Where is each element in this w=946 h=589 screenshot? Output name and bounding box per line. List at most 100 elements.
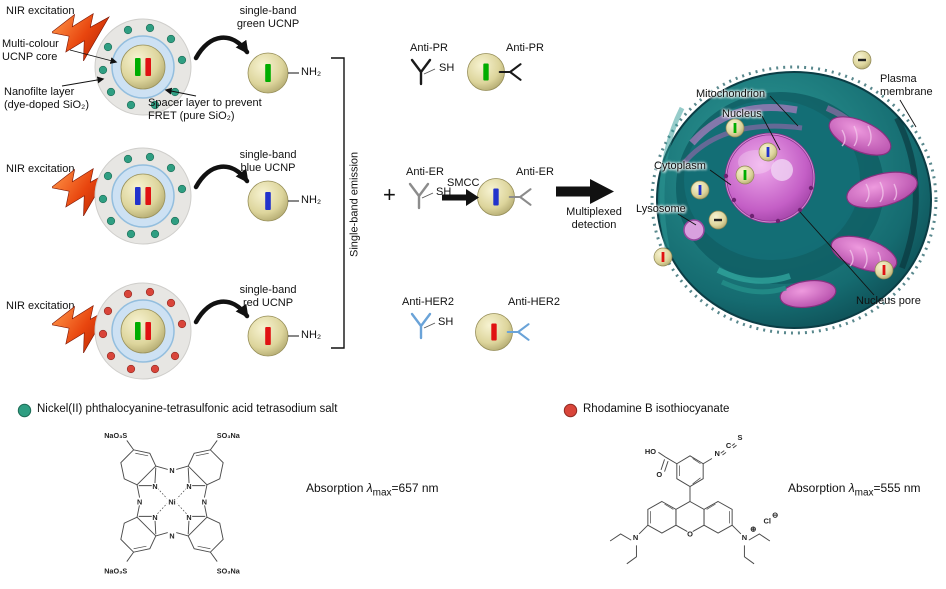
antibody-icon-anti-er	[404, 180, 434, 210]
conjugated-anti-er-label: Anti-ER	[516, 166, 554, 178]
probe-sphere-bars	[661, 58, 886, 275]
emission-bar-2	[265, 192, 271, 210]
mitochondrion-label: Mitochondrion	[696, 88, 766, 100]
cell-microvilli-texture	[650, 65, 938, 335]
anti-her2-label: Anti-HER2	[402, 296, 454, 308]
lysosome-body	[683, 219, 705, 241]
nucleolus	[771, 159, 793, 181]
lightning-bolt-icon-1	[52, 13, 110, 61]
single-band-sphere-3	[247, 315, 289, 357]
svg-text:SO₃Na: SO₃Na	[217, 431, 241, 440]
svg-text:⊖: ⊖	[772, 510, 778, 519]
svg-text:N: N	[152, 482, 157, 491]
core-bar-green-1	[135, 58, 141, 76]
svg-text:N: N	[202, 497, 207, 506]
core-bar-red-2	[145, 187, 151, 205]
single-band-sphere-1	[247, 52, 289, 94]
plus-sign: +	[383, 182, 396, 207]
smcc-label: SMCC	[447, 177, 480, 189]
svg-text:N: N	[186, 482, 191, 491]
mitochondria-cristae	[841, 125, 898, 269]
svg-text:O: O	[687, 530, 693, 539]
nucleus-label: Nucleus	[722, 108, 762, 120]
svg-text:N: N	[633, 533, 638, 542]
core-bar-green-3	[135, 322, 141, 340]
dye-dots-1	[98, 23, 187, 110]
emission-bar-3	[265, 327, 271, 345]
lysosome-label: Lysosome	[636, 203, 686, 215]
legend-dot-nickel	[17, 403, 32, 418]
golgi-stack	[716, 267, 791, 284]
anti-er-label: Anti-ER	[406, 166, 444, 178]
svg-text:N: N	[152, 513, 157, 522]
svg-text:N: N	[169, 466, 174, 475]
multicolour-core-2	[94, 147, 192, 245]
legend-nickel-label: Nickel(II) phthalocyanine-tetrasulfonic …	[37, 403, 338, 415]
conjugated-bar-er	[493, 188, 499, 206]
callout-nanofilter-layer: Nanofilte layer(dye-doped SiO₂)	[4, 86, 89, 112]
sh-label-pr: SH	[439, 62, 455, 74]
core-bar-blue-2	[135, 187, 141, 205]
core-bar-red-3	[145, 322, 151, 340]
nh2-label-1: NH₂	[301, 66, 322, 78]
conjugated-sphere-anti-pr	[467, 53, 505, 91]
svg-text:S: S	[738, 433, 743, 442]
conjugated-antibody-icon-er	[508, 184, 534, 210]
core-bar-red-1	[145, 58, 151, 76]
cytoplasm-label: Cytoplasm	[654, 160, 706, 172]
conjugated-bar-pr	[483, 63, 489, 81]
conjugated-bar-her2	[491, 323, 497, 341]
svg-text:N: N	[186, 513, 191, 522]
nir-excitation-label-2: NIR excitation	[6, 163, 75, 175]
nh2-label-3: NH₂	[301, 329, 322, 341]
multicolour-core-3	[94, 282, 192, 380]
svg-text:N: N	[169, 532, 174, 541]
single-band-sphere-2	[247, 180, 289, 222]
nir-excitation-label-3: NIR excitation	[6, 300, 75, 312]
antibody-icon-anti-her2	[406, 310, 436, 340]
svg-text:NaO₃S: NaO₃S	[104, 566, 127, 575]
svg-text:N: N	[137, 497, 142, 506]
svg-text:O: O	[656, 470, 662, 479]
sh-label-her2: SH	[438, 316, 454, 328]
nucleus-pore-label: Nucleus pore	[856, 295, 921, 307]
dye-dots-2	[98, 152, 187, 239]
single-band-emission-label: Single-band emission	[348, 151, 361, 257]
svg-text:SO₃Na: SO₃Na	[217, 566, 241, 575]
conjugated-anti-her2-label: Anti-HER2	[508, 296, 560, 308]
emission-bar-1	[265, 64, 271, 82]
svg-text:N: N	[715, 449, 720, 458]
conjugated-sphere-anti-her2	[475, 313, 513, 351]
anti-pr-label: Anti-PR	[410, 42, 448, 54]
emission-bracket	[331, 57, 345, 349]
svg-text:HO: HO	[645, 447, 656, 456]
multiplexed-detection-arrow	[556, 179, 614, 204]
svg-text:Cl: Cl	[764, 516, 771, 525]
curved-arrow-1	[193, 35, 250, 61]
antibody-icon-anti-pr	[406, 56, 436, 86]
legend-rhodamine-label: Rhodamine B isothiocyanate	[583, 403, 730, 415]
conjugated-antibody-icon-her2	[506, 319, 532, 345]
nh2-label-2: NH₂	[301, 194, 322, 206]
absorption-rhodamine: Absorption λmax=555 nm	[788, 481, 921, 499]
svg-text:N: N	[742, 533, 747, 542]
svg-text:NaO₃S: NaO₃S	[104, 431, 127, 440]
dye-dots-3	[98, 287, 187, 374]
absorption-nickel: Absorption λmax=657 nm	[306, 481, 439, 499]
ucnp-core-1	[120, 44, 166, 90]
svg-text:C: C	[726, 441, 732, 450]
legend-dot-rhodamine	[563, 403, 578, 418]
svg-text:⊕: ⊕	[750, 524, 756, 533]
ucnp-core-3	[120, 308, 166, 354]
conjugated-antibody-icon-pr	[498, 59, 524, 85]
